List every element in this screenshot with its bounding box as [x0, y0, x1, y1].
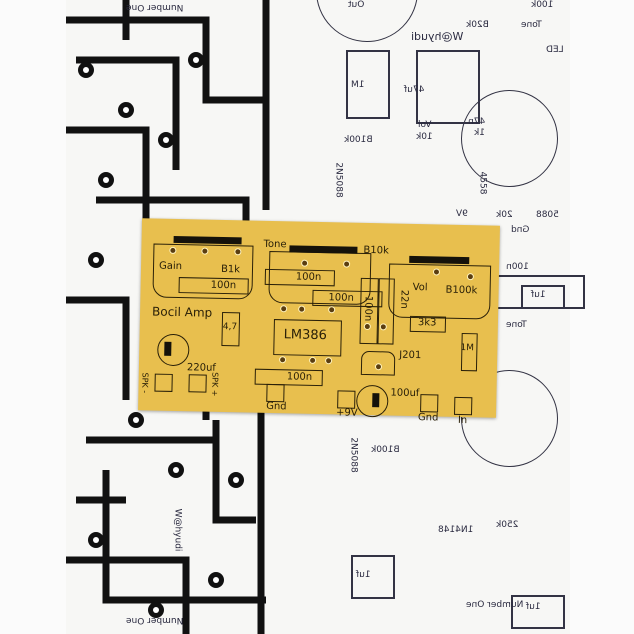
sheet-label: 100n: [506, 262, 529, 272]
spk-plus-label: SPK +: [210, 372, 220, 397]
solder-pad: [432, 268, 441, 276]
vol-pot-value: B100k: [445, 284, 478, 297]
solder-pad: [279, 356, 287, 364]
sheet-label: W@hyudi: [411, 30, 464, 43]
sheet-label: 4558: [477, 171, 488, 195]
ic-label: LM386: [283, 327, 328, 344]
sheet-label: B20k: [466, 20, 489, 30]
sheet-label: Gnd: [511, 225, 530, 235]
cap-22n-label: 22n: [398, 289, 410, 309]
plus-9v-label: +9V: [335, 407, 358, 419]
outline: [346, 50, 390, 119]
sheet-label: W@hyudi: [172, 508, 183, 552]
trace-artwork: [66, 0, 270, 634]
sheet-label: Tone: [506, 320, 527, 330]
sheet-label: 1N4148: [438, 525, 474, 535]
sheet-label: 2N5088: [333, 162, 344, 198]
sheet-label: 100k: [531, 0, 554, 10]
outline: [351, 555, 395, 599]
cap-100n-label: 100n: [286, 371, 313, 383]
sheet-label: Vol: [418, 120, 432, 130]
gain-label: Gain: [158, 260, 183, 273]
res-3k3-label: 3k3: [417, 317, 437, 329]
sheet-label: 10k: [416, 132, 433, 142]
sheet-label: Number One: [126, 615, 184, 625]
sheet-label: B100k: [371, 445, 400, 455]
sheet-label: 5088: [536, 210, 559, 220]
spk-minus-label: SPK -: [140, 372, 150, 394]
polarity-mark-icon: [372, 393, 380, 408]
sheet-label: Tone: [521, 20, 542, 30]
gain-pot-value: B1k: [220, 263, 241, 276]
spk-plus-pad[interactable]: [188, 374, 207, 393]
outline: [316, 0, 418, 42]
cap-100uf-label: 100uf: [390, 387, 420, 400]
solder-pad: [325, 357, 333, 365]
solder-pad: [309, 356, 317, 364]
sheet-label: Number One: [466, 600, 524, 610]
tone-pot-body: [289, 245, 358, 254]
cap-100n-label: 100n: [362, 295, 374, 322]
pcb-board: Gain B1k Tone B10k Vol B100k 100n 100n 1…: [138, 218, 500, 426]
board-title: Bocil Amp: [151, 304, 213, 320]
gnd-pad[interactable]: [266, 383, 285, 403]
res-4-7-label: 4,7: [222, 321, 238, 333]
jfet-label: J201: [399, 349, 422, 362]
sheet-label: Out: [348, 0, 365, 10]
res-1m-label: 1M: [460, 342, 475, 354]
cap-100n-label: 100n: [210, 279, 237, 292]
sheet-label: 2N5088: [348, 437, 359, 473]
tone-pot-value: B10k: [363, 244, 389, 257]
vol-pot-body: [409, 255, 470, 265]
cap-outline: [377, 278, 395, 345]
gnd-label-2: Gnd: [417, 412, 439, 424]
sheet-label: 1uf: [531, 290, 546, 300]
sheet-label: 47uf: [404, 85, 425, 95]
plus-9v-pad[interactable]: [337, 390, 356, 409]
background-right: [570, 0, 634, 634]
ic-outline: [461, 370, 558, 467]
input-pad[interactable]: [454, 396, 473, 416]
ic-outline: [461, 90, 558, 187]
solder-pad: [466, 273, 474, 281]
cap-100n-label: 100n: [295, 271, 322, 284]
sheet-label: 9V: [456, 209, 468, 219]
outline: [511, 595, 565, 629]
solder-pad: [280, 305, 288, 313]
sheet-label: Number One: [126, 2, 184, 12]
sheet-label: 1M: [351, 80, 365, 90]
polarity-mark-icon: [164, 341, 172, 356]
input-label: In: [457, 414, 468, 427]
solder-pad: [234, 248, 242, 256]
sheet-label: 1uf: [356, 570, 371, 580]
sheet-label: 20k: [496, 210, 513, 220]
cap-220uf-outline: [156, 333, 190, 367]
solder-pad: [298, 305, 306, 313]
gain-pot-body: [173, 235, 242, 245]
sheet-label: LED: [546, 45, 564, 55]
sheet-label: 1uf: [526, 602, 541, 612]
cap-100n-label: 100n: [328, 292, 354, 304]
background-left: [0, 0, 66, 634]
solder-pad: [374, 363, 383, 371]
sheet-label: 250k: [496, 520, 519, 530]
solder-pad: [328, 306, 336, 314]
spk-minus-pad[interactable]: [154, 373, 173, 392]
outline: [416, 50, 480, 124]
tone-label: Tone: [263, 238, 287, 251]
vol-label: Vol: [412, 281, 428, 294]
gnd-label: Gnd: [266, 400, 287, 413]
sheet-label: 1k: [474, 128, 485, 138]
gnd-pad-2[interactable]: [420, 394, 439, 413]
sheet-label: 47n: [468, 117, 486, 127]
sheet-label: B100k: [344, 135, 373, 145]
outline: [521, 285, 565, 309]
